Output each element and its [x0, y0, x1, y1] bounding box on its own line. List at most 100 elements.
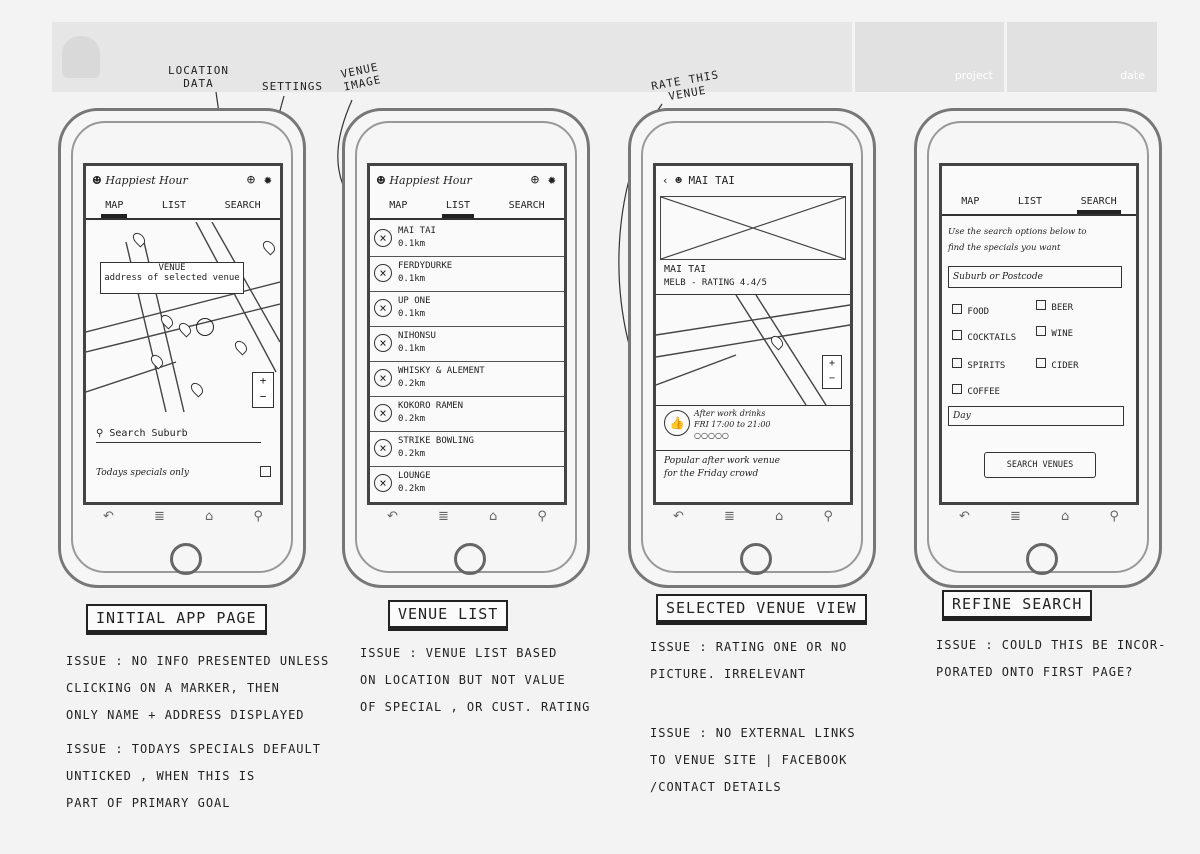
venue-image-icon: × [374, 369, 392, 387]
search-icon[interactable]: ⚲ [253, 508, 263, 524]
venue-image-icon: × [374, 334, 392, 352]
location-icon[interactable]: ⊕ [530, 172, 540, 188]
location-icon[interactable]: ⊕ [246, 172, 256, 188]
tab-list[interactable]: LIST [441, 200, 474, 218]
back-arrow-icon[interactable]: ‹ [662, 174, 669, 187]
android-nav-bar: ↶ ≣ ⌂ ⚲ [83, 503, 283, 529]
special-title: After work drinks [694, 409, 766, 418]
back-icon[interactable]: ↶ [103, 508, 114, 524]
home-button[interactable] [454, 543, 486, 575]
venue-name: MAI TAI [398, 226, 436, 236]
option-spirits[interactable]: SPIRITS [952, 358, 1005, 371]
search-icon[interactable]: ⚲ [1109, 508, 1119, 524]
annotation-location-data: LOCATION DATA [168, 64, 229, 90]
home-icon[interactable]: ⌂ [205, 508, 214, 524]
phone-initial-app: ☻ Happiest Hour ⊕ ✹ MAP LIST SEARCH VENU… [58, 108, 306, 588]
header-icons: ⊕ ✹ [531, 172, 556, 188]
menu-icon[interactable]: ≣ [438, 508, 449, 524]
venue-map[interactable]: + − [656, 294, 850, 406]
search-suburb-input[interactable]: ⚲ Search Suburb [96, 428, 261, 443]
tab-search[interactable]: SEARCH [224, 200, 261, 211]
venue-name: STRIKE BOWLING [398, 436, 474, 446]
thumbs-up-icon[interactable]: 👍 [664, 410, 690, 436]
home-button[interactable] [740, 543, 772, 575]
checkbox[interactable] [1036, 326, 1046, 336]
rating-stars[interactable]: ○○○○○ [694, 431, 729, 440]
screen-map: ☻ Happiest Hour ⊕ ✹ MAP LIST SEARCH VENU… [83, 163, 283, 505]
venue-distance: 0.2km [398, 484, 426, 494]
venue-distance: 0.1km [398, 309, 426, 319]
zoom-out-button[interactable]: − [828, 373, 836, 384]
android-nav-bar: ↶ ≣ ⌂ ⚲ [939, 503, 1139, 529]
tab-map[interactable]: MAP [101, 200, 128, 218]
home-icon[interactable]: ⌂ [489, 508, 498, 524]
option-wine[interactable]: WINE [1036, 326, 1073, 339]
suburb-input[interactable]: Suburb or Postcode [948, 266, 1122, 288]
tab-list[interactable]: LIST [161, 200, 186, 211]
map-roads [656, 294, 850, 406]
venue-callout[interactable]: VENUE address of selected venue [100, 262, 244, 294]
menu-icon[interactable]: ≣ [724, 508, 735, 524]
tab-search[interactable]: SEARCH [508, 200, 545, 211]
venue-name: UP ONE [398, 296, 431, 306]
tab-bar: MAP LIST SEARCH [86, 200, 280, 220]
menu-icon[interactable]: ≣ [1010, 508, 1021, 524]
option-coffee[interactable]: COFFEE [952, 384, 1000, 397]
checkbox[interactable] [952, 358, 962, 368]
option-cider[interactable]: CIDER [1036, 358, 1079, 371]
issue-note: ISSUE : VENUE LIST BASED ON LOCATION BUT… [360, 646, 591, 714]
specials-checkbox[interactable] [260, 466, 271, 477]
android-icon [62, 36, 100, 78]
venue-header[interactable]: ‹ ☻ MAI TAI [662, 174, 735, 187]
checkbox[interactable] [952, 330, 962, 340]
option-food[interactable]: FOOD [952, 304, 989, 317]
home-button[interactable] [1026, 543, 1058, 575]
search-icon[interactable]: ⚲ [537, 508, 547, 524]
tab-search[interactable]: SEARCH [1076, 196, 1121, 214]
tab-map[interactable]: MAP [389, 200, 408, 211]
search-venues-button[interactable]: SEARCH VENUES [984, 452, 1096, 478]
checkbox[interactable] [952, 384, 962, 394]
home-icon[interactable]: ⌂ [775, 508, 784, 524]
tab-map[interactable]: MAP [961, 196, 980, 207]
back-icon[interactable]: ↶ [387, 508, 398, 524]
back-icon[interactable]: ↶ [673, 508, 684, 524]
menu-icon[interactable]: ≣ [154, 508, 165, 524]
gear-icon[interactable]: ✹ [547, 172, 556, 188]
checkbox[interactable] [1036, 300, 1046, 310]
tab-bar: MAP LIST SEARCH [942, 196, 1136, 216]
zoom-in-button[interactable]: + [828, 358, 836, 369]
gear-icon[interactable]: ✹ [263, 172, 272, 188]
day-dropdown[interactable]: Day [948, 406, 1124, 426]
checkbox[interactable] [1036, 358, 1046, 368]
special-time: FRI 17:00 to 21:00 [694, 420, 771, 429]
back-icon[interactable]: ↶ [959, 508, 970, 524]
option-beer[interactable]: BEER [1036, 300, 1073, 313]
map-view[interactable]: VENUE address of selected venue + − [86, 221, 280, 413]
option-label: COCKTAILS [967, 333, 1017, 343]
tab-list[interactable]: LIST [1017, 196, 1042, 207]
zoom-in-button[interactable]: + [259, 374, 267, 387]
checkbox[interactable] [952, 304, 962, 314]
home-button[interactable] [170, 543, 202, 575]
callout-address: address of selected venue [104, 273, 240, 283]
venue-rating: MELB - RATING 4.4/5 [664, 278, 767, 288]
date-field: date [1004, 22, 1157, 92]
option-cocktails[interactable]: COCKTAILS [952, 330, 1016, 343]
android-nav-bar: ↶ ≣ ⌂ ⚲ [653, 503, 853, 529]
home-icon[interactable]: ⌂ [1061, 508, 1070, 524]
phone-refine-search: MAP LIST SEARCH Use the search options b… [914, 108, 1162, 588]
venue-header-title: MAI TAI [688, 174, 735, 187]
zoom-out-button[interactable]: − [259, 390, 267, 403]
date-label: date [1120, 69, 1145, 82]
search-icon[interactable]: ⚲ [823, 508, 833, 524]
venue-name: KOKORO RAMEN [398, 401, 464, 411]
